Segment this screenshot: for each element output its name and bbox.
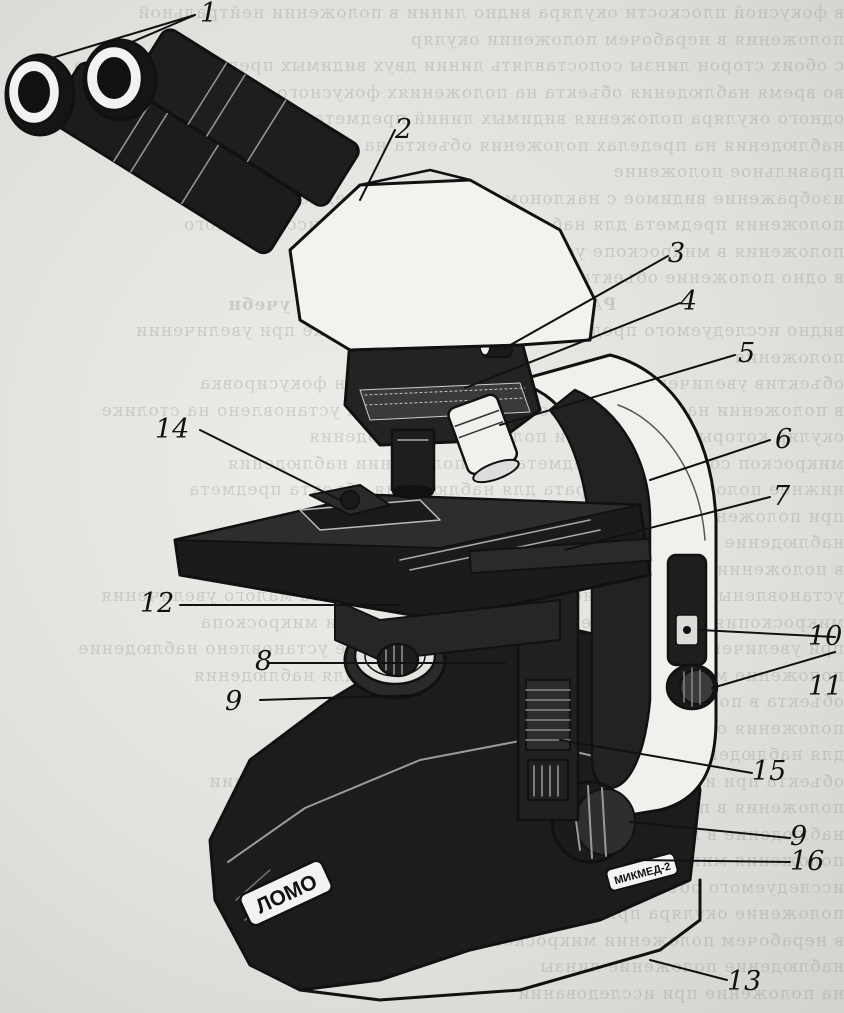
callout-9-lower: 9 — [790, 821, 807, 852]
leader-lines — [44, 14, 836, 981]
eyepiece-left — [4, 53, 76, 137]
callout-15: 15 — [752, 756, 786, 787]
objective-lens-center — [390, 428, 436, 499]
callout-2: 2 — [394, 114, 412, 145]
callout-7: 7 — [773, 481, 791, 512]
stage-clip — [309, 484, 391, 516]
callout-1: 1 — [200, 0, 217, 29]
callout-11: 11 — [808, 671, 842, 702]
callout-3: 3 — [668, 238, 685, 269]
stage-adjust-knob — [376, 642, 420, 678]
eyepiece-right — [82, 38, 158, 122]
objective-lens-right — [447, 393, 520, 484]
callout-4: 4 — [679, 286, 697, 317]
callout-9-upper: 9 — [225, 686, 242, 717]
microscope-arm — [518, 353, 718, 822]
brightness-knob — [665, 663, 719, 711]
callout-10: 10 — [808, 621, 842, 652]
callout-13: 13 — [727, 966, 761, 997]
callout-14: 14 — [155, 414, 189, 445]
callout-12: 12 — [140, 588, 174, 619]
binocular-head — [288, 168, 597, 352]
power-switch-panel — [666, 553, 708, 667]
callout-16: 16 — [790, 846, 824, 877]
specimen-stage — [173, 493, 652, 661]
callout-labels: 1 2 3 4 5 6 7 8 9 10 11 12 13 14 15 9 16 — [140, 0, 842, 997]
callout-6: 6 — [775, 424, 792, 455]
callout-5: 5 — [738, 338, 755, 369]
callout-8: 8 — [255, 646, 272, 677]
